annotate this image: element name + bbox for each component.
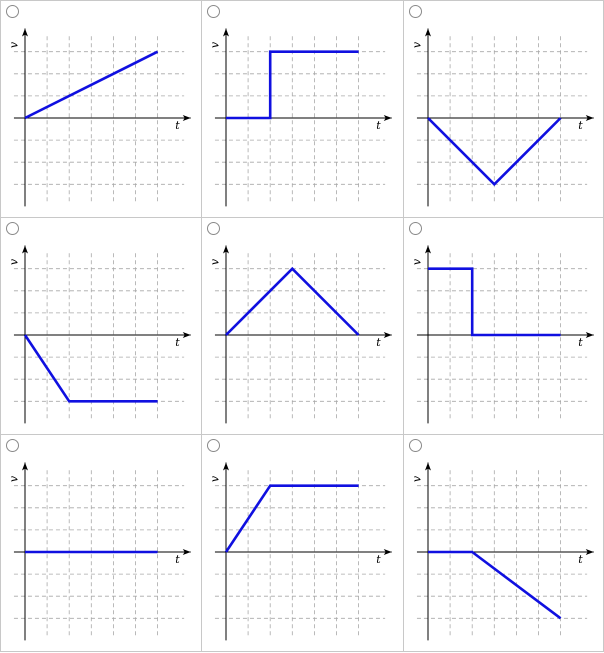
grid-lines <box>416 36 588 205</box>
velocity-time-graph: tv <box>7 245 191 424</box>
velocity-series-line <box>427 117 562 187</box>
y-axis-label: v <box>208 475 221 482</box>
t-axis-arrow-icon <box>585 332 594 338</box>
grid-lines <box>214 253 386 422</box>
t-axis-arrow-icon <box>182 549 191 555</box>
grid-lines <box>416 253 588 422</box>
option-radio-5[interactable] <box>207 222 220 235</box>
v-axis-arrow-icon <box>425 462 431 471</box>
y-axis-label: v <box>7 41 20 48</box>
grid-lines <box>13 470 185 639</box>
v-axis-arrow-icon <box>22 28 28 37</box>
grid-lines <box>214 36 386 205</box>
t-axis-arrow-icon <box>182 115 191 121</box>
velocity-time-graph: tv <box>208 28 392 207</box>
velocity-series-line <box>428 267 561 337</box>
grid-lines <box>13 36 185 205</box>
y-axis-label: v <box>410 41 423 48</box>
velocity-series-line <box>226 50 359 120</box>
velocity-series-line <box>24 50 159 120</box>
option-radio-9[interactable] <box>409 439 422 452</box>
option-radio-8[interactable] <box>207 439 220 452</box>
y-axis-label: v <box>208 258 221 265</box>
option-radio-7[interactable] <box>6 439 19 452</box>
v-axis-arrow-icon <box>22 245 28 254</box>
v-axis-arrow-icon <box>223 245 229 254</box>
v-axis-arrow-icon <box>22 462 28 471</box>
velocity-series-line <box>23 334 158 403</box>
t-axis-arrow-icon <box>182 332 191 338</box>
y-axis-label: v <box>410 475 423 482</box>
x-axis-label: t <box>376 336 381 349</box>
x-axis-label: t <box>578 119 583 132</box>
x-axis-label: t <box>175 336 180 349</box>
v-axis-arrow-icon <box>425 245 431 254</box>
t-axis-arrow-icon <box>383 332 392 338</box>
y-axis-label: v <box>7 258 20 265</box>
v-axis-arrow-icon <box>425 28 431 37</box>
x-axis-label: t <box>578 336 583 349</box>
velocity-time-graph: tv <box>410 245 594 424</box>
grid-lines <box>214 470 386 639</box>
velocity-time-graph: tv <box>208 245 392 424</box>
velocity-time-graph: tv <box>7 28 191 207</box>
y-axis-label: v <box>208 41 221 48</box>
grid-lines <box>13 253 185 422</box>
velocity-series-line <box>224 484 359 553</box>
velocity-time-graph: tv <box>410 28 594 207</box>
option-radio-4[interactable] <box>6 222 19 235</box>
x-axis-label: t <box>578 553 583 566</box>
t-axis-arrow-icon <box>585 549 594 555</box>
t-axis-arrow-icon <box>585 115 594 121</box>
option-radio-6[interactable] <box>409 222 422 235</box>
v-axis-arrow-icon <box>223 28 229 37</box>
t-axis-arrow-icon <box>383 549 392 555</box>
x-axis-label: t <box>175 553 180 566</box>
velocity-time-graph: tv <box>7 462 191 641</box>
v-axis-arrow-icon <box>223 462 229 471</box>
option-radio-2[interactable] <box>207 5 220 18</box>
velocity-time-graph: tv <box>208 462 392 641</box>
y-axis-label: v <box>410 258 423 265</box>
velocity-series-line <box>428 550 562 620</box>
t-axis-arrow-icon <box>383 115 392 121</box>
x-axis-label: t <box>376 119 381 132</box>
velocity-time-graph: tv <box>410 462 594 641</box>
y-axis-label: v <box>7 475 20 482</box>
grid-lines <box>416 470 588 639</box>
velocity-series-line <box>225 266 360 336</box>
x-axis-label: t <box>175 119 180 132</box>
option-radio-3[interactable] <box>409 5 422 18</box>
option-radio-1[interactable] <box>6 5 19 18</box>
x-axis-label: t <box>376 553 381 566</box>
